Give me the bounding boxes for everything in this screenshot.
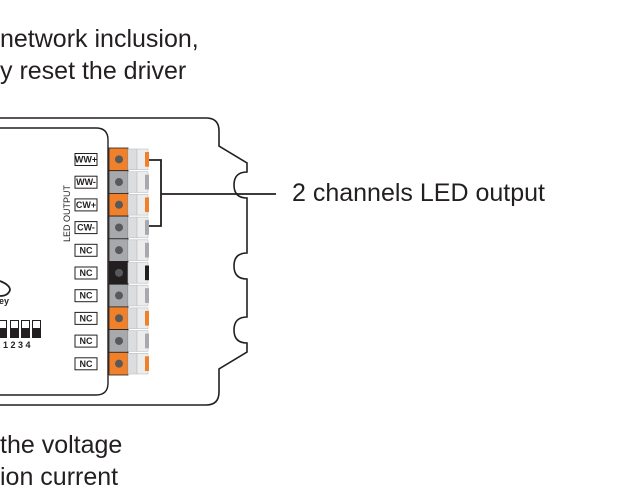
output-bracket: [149, 159, 162, 227]
key-label: ey: [0, 296, 9, 306]
terminal-label: WW+: [75, 155, 97, 165]
terminal-wire-entry: [127, 352, 138, 375]
terminal-edge: [145, 333, 149, 349]
terminal-edge: [145, 220, 149, 235]
terminal-label-box: [74, 289, 98, 303]
terminal-label-box: [74, 334, 98, 348]
terminal-label: NC: [80, 359, 93, 369]
led-output-callout: 2 channels LED output: [292, 179, 545, 207]
terminal-wire-entry: [127, 307, 138, 329]
terminal-wire-entry: [127, 216, 138, 239]
terminal-screw: [115, 359, 123, 368]
terminal-row: NC: [74, 329, 149, 353]
terminal-label-box: [74, 198, 98, 212]
terminal-edge: [145, 265, 149, 281]
terminal-row: WW-: [74, 170, 149, 194]
terminal-screw: [115, 291, 123, 300]
dip-switch: [0, 320, 41, 338]
terminal-wire-entry: [127, 330, 138, 352]
terminal-row: NC: [74, 238, 149, 262]
terminal-edge: [145, 174, 149, 190]
terminal-label: NC: [80, 245, 93, 255]
terminal-edge: [145, 152, 149, 167]
terminal-block: WW+ WW- CW+ CW- NC NC NC NC NC NC: [74, 147, 149, 376]
note-line-1: the voltage: [0, 431, 123, 459]
terminal-wire-entry: [127, 171, 138, 193]
terminal-edge: [145, 356, 149, 371]
terminal-label-box: [74, 153, 98, 166]
terminal-label: CW+: [76, 200, 96, 210]
terminal-label: WW-: [76, 177, 96, 187]
terminal-label: NC: [80, 268, 93, 278]
terminal-wire-entry: [127, 262, 138, 284]
terminal-row: CW+: [74, 192, 149, 217]
terminal-label: NC: [80, 336, 93, 346]
terminal-label-box: [74, 311, 98, 325]
terminal-wire-entry: [127, 239, 138, 261]
terminal-label-box: [74, 221, 98, 235]
terminal-label: NC: [80, 291, 93, 301]
terminal-row: WW+: [74, 147, 149, 172]
inner-panel: [0, 127, 109, 396]
terminal-wire-entry: [127, 284, 138, 307]
terminal-screw: [115, 336, 123, 345]
key-button-fragment: [0, 280, 11, 297]
terminal-row: NC: [74, 261, 149, 285]
dip-switch-numbers: 1 2 3 4: [3, 340, 31, 350]
terminal-edge: [145, 242, 149, 258]
terminal-label-box: [74, 175, 98, 189]
instruction-line-2: y reset the driver: [0, 57, 187, 85]
terminal-screw: [115, 200, 123, 209]
terminal-wire-entry: [127, 148, 138, 171]
terminal-label: CW-: [77, 223, 95, 233]
housing-outline: [0, 117, 248, 406]
terminal-screw: [115, 155, 123, 164]
terminal-edge: [145, 288, 149, 303]
led-output-label: LED OUTPUT: [62, 184, 72, 242]
terminal-row: NC: [74, 351, 149, 376]
terminal-screw: [115, 268, 123, 277]
terminal-screw: [115, 223, 123, 232]
terminal-edge: [145, 310, 149, 326]
instruction-line-1: network inclusion,: [0, 25, 199, 53]
terminal-label-box: [74, 357, 98, 371]
terminal-edge: [145, 197, 149, 213]
terminal-wire-entry: [127, 194, 138, 216]
terminal-label-box: [74, 243, 98, 257]
terminal-screw: [115, 314, 123, 323]
terminal-row: NC: [74, 283, 149, 308]
terminal-screw: [115, 246, 123, 255]
terminal-row: CW-: [74, 215, 149, 240]
terminal-screw: [115, 178, 123, 187]
terminal-label: NC: [80, 313, 93, 323]
terminal-label-box: [74, 266, 98, 280]
terminal-row: NC: [74, 306, 149, 330]
note-line-2: ion current: [0, 463, 119, 491]
driver-diagram: LED OUTPUT WW+ WW- CW+ CW- NC NC NC NC NC NC ey 1…: [0, 117, 276, 406]
